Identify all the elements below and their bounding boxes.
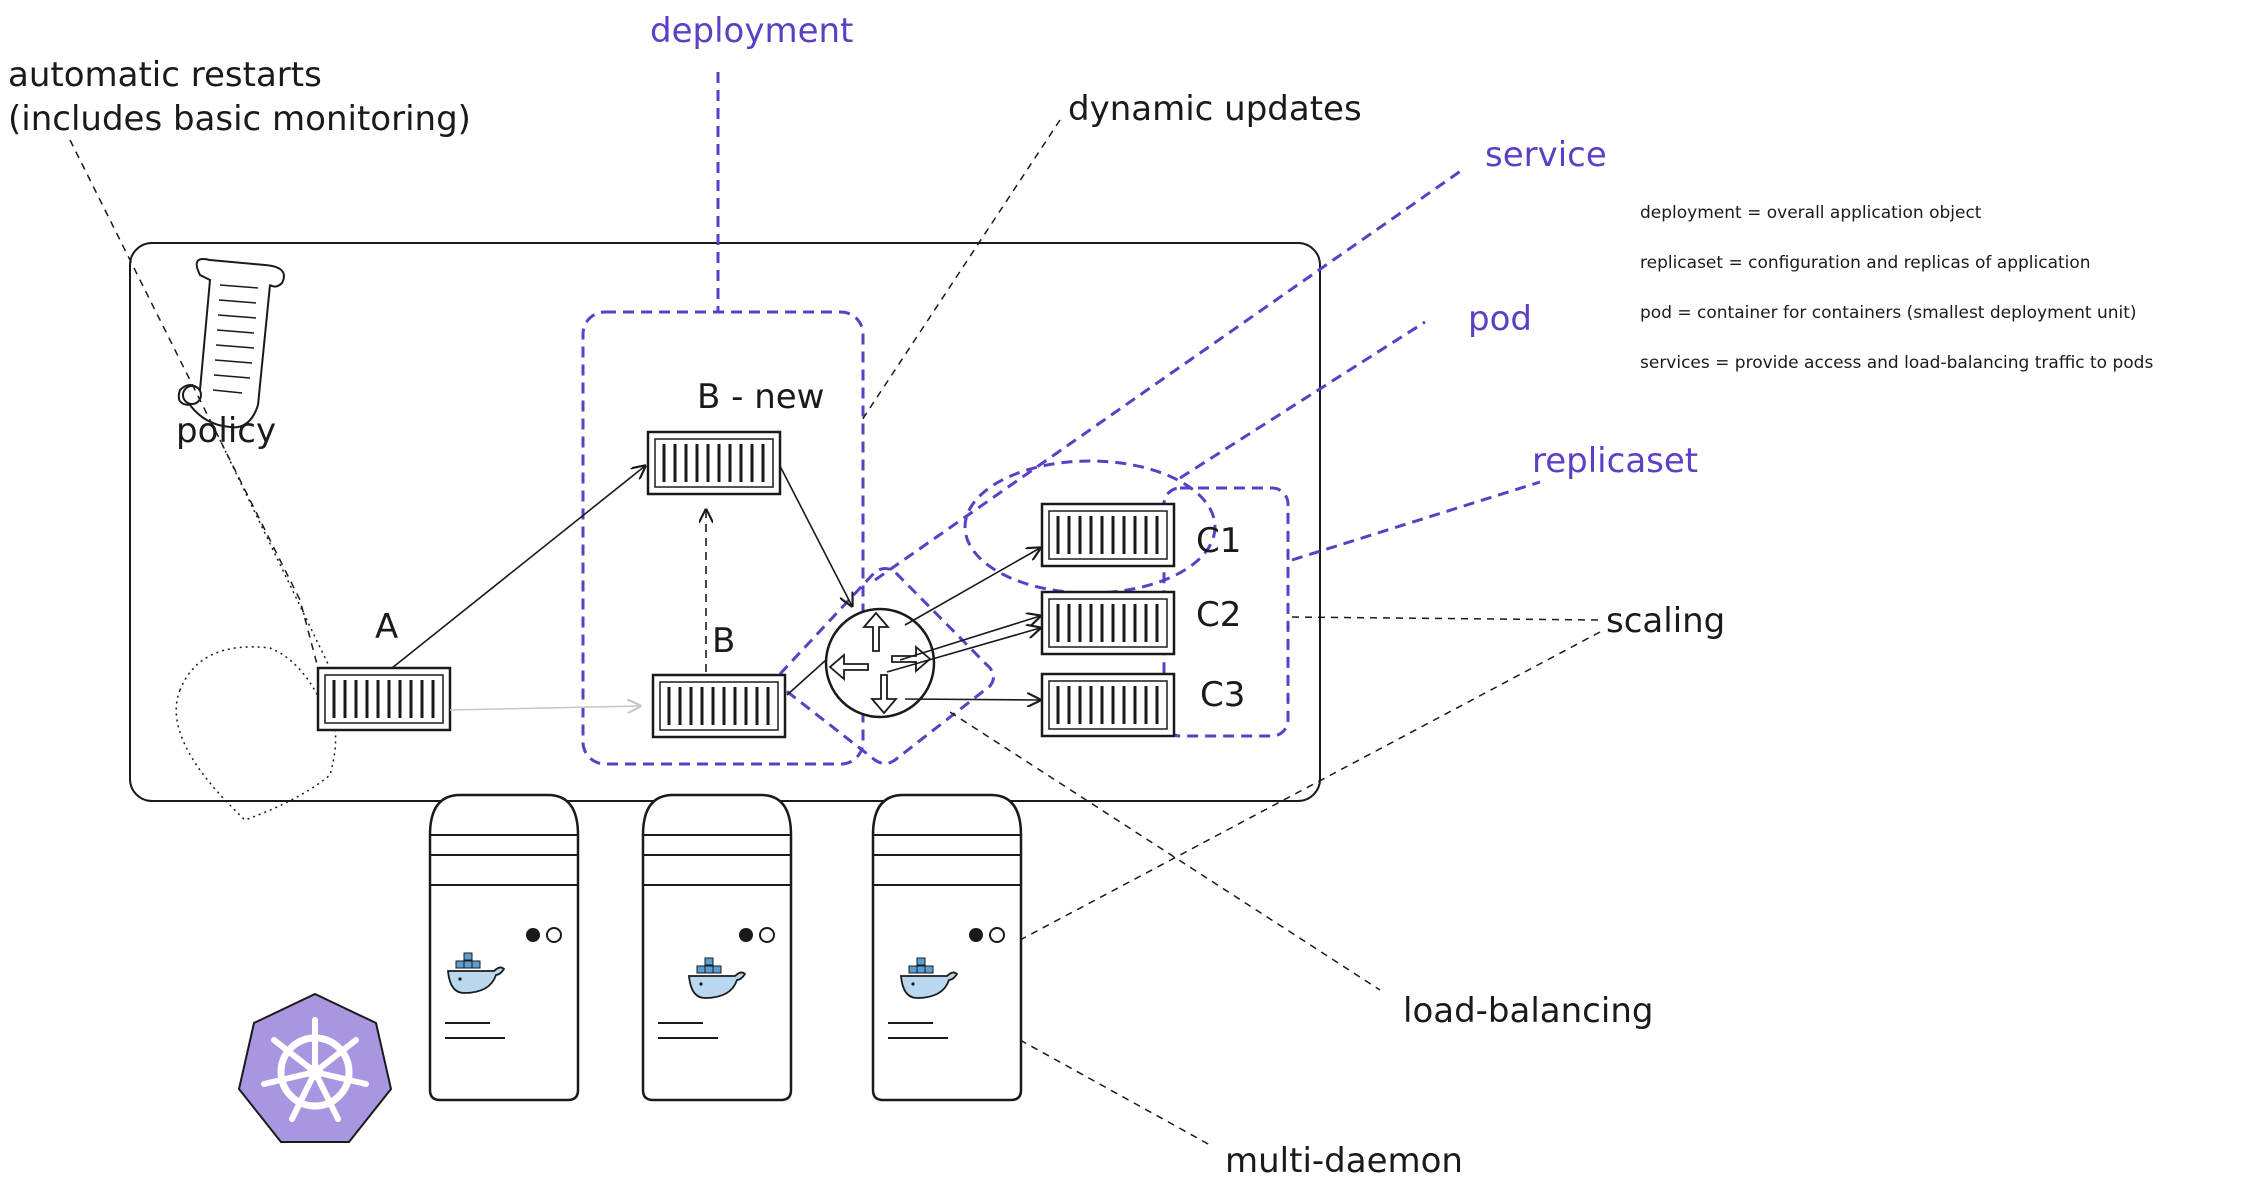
container-b: [651, 673, 787, 739]
arrow-router-c1: [904, 548, 1040, 626]
server-icon: [428, 793, 580, 1102]
container-c2: [1040, 590, 1176, 656]
arrow-router-c2: [899, 616, 1040, 661]
arrow-router-c2b: [886, 628, 1040, 673]
service-label: service: [1485, 135, 1607, 175]
a-label: A: [375, 607, 398, 647]
arrow-a-to-bnew: [391, 466, 645, 669]
scroll-icon: [177, 258, 285, 429]
pod-label: pod: [1468, 299, 1532, 339]
server-icon: [641, 793, 793, 1102]
definition-pod: pod = container for containers (smallest…: [1640, 303, 2137, 323]
arrow-router-c3: [904, 699, 1040, 700]
automatic-restarts-sublabel: (includes basic monitoring): [8, 99, 471, 139]
scaling-leader: [1291, 616, 1601, 621]
automatic-restarts-label: automatic restarts: [8, 55, 322, 95]
policy-leader: [219, 439, 331, 669]
container-c1: [1040, 502, 1176, 568]
scaling-leader-2: [1019, 631, 1601, 941]
replicaset-leader: [1291, 480, 1541, 562]
arrow-a-to-b: [449, 706, 640, 710]
deployment-box: [581, 310, 865, 766]
container-b-new: [646, 430, 782, 496]
service-diamond: [778, 567, 995, 765]
service-leader: [874, 166, 1466, 582]
container-a: [316, 666, 452, 732]
dynamic-updates-label: dynamic updates: [1068, 89, 1362, 129]
c1-label: C1: [1196, 521, 1241, 561]
deployment-label: deployment: [650, 11, 853, 51]
server-icon: [871, 793, 1023, 1102]
arrow-bnew-to-router: [779, 465, 852, 606]
replicaset-label: replicaset: [1532, 441, 1698, 481]
router-icon: [824, 607, 936, 719]
pod-leader: [1179, 320, 1426, 480]
load-balancing-label: load-balancing: [1403, 991, 1653, 1031]
c3-label: C3: [1200, 675, 1245, 715]
definition-replicaset: replicaset = configuration and replicas …: [1640, 253, 2091, 273]
c2-label: C2: [1196, 595, 1241, 635]
definition-services: services = provide access and load-balan…: [1640, 353, 2153, 373]
restart-area: [175, 646, 337, 821]
container-c3: [1040, 672, 1176, 738]
multi-daemon-leader: [1019, 1039, 1211, 1146]
multi-daemon-label: multi-daemon: [1225, 1141, 1463, 1181]
kubernetes-logo-icon: [237, 992, 393, 1143]
restart-leader: [69, 139, 319, 669]
arrow-b-to-router: [786, 659, 827, 696]
definition-deployment: deployment = overall application object: [1640, 203, 1982, 223]
policy-label: policy: [176, 411, 276, 451]
dynamic-updates-leader: [861, 119, 1061, 421]
b-new-label: B - new: [697, 377, 824, 417]
scaling-label: scaling: [1606, 601, 1725, 641]
b-label: B: [712, 621, 735, 661]
